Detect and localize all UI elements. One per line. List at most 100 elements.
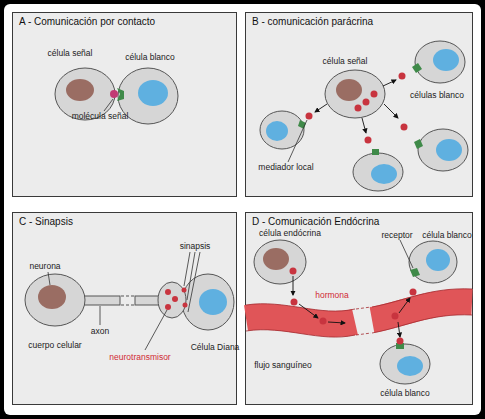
blood-vessel [372,302,472,320]
cell-nucleus [397,356,423,376]
part-label: receptor [381,230,412,240]
hormone-dot [320,318,327,325]
part-label: célula blanco [125,52,175,62]
axon-break [121,305,134,306]
hormone-dot [291,299,298,306]
target-cell [415,41,465,83]
part-label: célula endócrina [259,228,321,238]
receptor-symbol [372,149,379,155]
axon-segment [135,296,163,305]
vessel-wall [246,289,472,337]
arrow [328,322,345,323]
blood-vessel [246,317,355,324]
part-label: neurona [29,261,60,271]
cell-nucleus [266,121,288,141]
leader-line [48,272,50,285]
hormone-dot [290,268,297,275]
leader-line [288,120,307,162]
mediator-dot [399,73,406,80]
signal-cell [325,70,385,118]
arrow [299,304,318,318]
target-cell [418,129,468,171]
cell-nucleus [426,249,450,271]
arrow [399,298,410,313]
receptor-symbol [414,139,423,149]
mediator-dot [363,99,370,106]
panel-title: A - Comunicación por contacto [19,16,155,27]
cell-nucleus [199,289,227,315]
receptor-symbol [410,268,420,277]
panel-box: D - Comunicación Endócrina [245,212,473,405]
mediator-dot [401,124,408,131]
receptor-symbol [298,120,306,129]
neuron-body [25,274,85,326]
part-label: flujo sanguíneo [254,360,312,370]
contact-cells [55,68,178,124]
leader-line [187,252,195,300]
leader-line [188,252,200,312]
neurotransmitter-dot [165,304,171,310]
receptor-symbol [117,88,124,101]
hormone-dot [397,338,404,345]
receptor-symbol [396,343,404,349]
synapse-cells [25,252,234,350]
receptor-symbol [412,63,422,73]
part-label: célula blanco [422,230,472,240]
arrow [293,276,294,295]
part-label: célula señal [48,48,93,58]
part-label: célula señal [323,56,368,66]
cell-nucleus [263,248,289,270]
part-label: molécula señal [72,111,129,121]
leader-line [104,99,113,111]
panel-title: B - comunicación parácrina [252,16,373,27]
panel-box: C - Sinapsis [12,212,237,405]
part-label: axon [91,326,109,336]
target-cell [260,111,304,149]
leader-line [100,306,101,325]
leader-line [400,240,413,268]
hormone-dot [410,289,417,296]
figure-frame: A - Comunicación por contacto B - comunic… [4,4,481,415]
axon-terminal [158,282,186,318]
mediator-dot [355,105,362,112]
mediator-dot [365,137,372,144]
leader-line [184,252,190,286]
axon-segment [80,296,120,305]
axon-break [121,296,134,297]
part-label: célula blanco [380,388,430,398]
vessel-break [356,307,371,335]
leader-line [145,310,167,350]
target-cell [353,153,403,191]
cell-nucleus [66,79,94,101]
target-cell [182,274,234,330]
mediator-dot [306,113,313,120]
cell-nucleus [436,139,462,161]
part-label: cuerpo celular [28,340,81,350]
target-cell [409,241,457,283]
neurotransmitter-dot [182,288,187,293]
part-label: células blanco [410,90,464,100]
part-label: sinapsis [180,241,211,251]
arrow [384,104,398,118]
hormone-dot [392,313,399,320]
panel-title: D - Comunicación Endócrina [252,216,379,227]
arrow [362,118,366,133]
neurotransmitter-dot [183,303,188,308]
part-label: mediador local [258,162,313,172]
arrow [383,80,396,86]
cell-nucleus [336,79,362,101]
panel-title: C - Sinapsis [19,216,73,227]
neurotransmitter-dot [172,296,178,302]
arrow [315,104,327,112]
target-cell [380,344,430,384]
cell-nucleus [433,49,459,71]
mediator-dot [371,91,378,98]
endocrine-cells [246,240,472,384]
cell-nucleus [138,80,168,106]
part-label: neurotransmisor [109,352,170,362]
part-label: Célula Diana [191,342,240,352]
cell-nucleus [371,164,397,184]
arrow [398,322,400,337]
part-label: hormona [315,290,349,300]
signal-molecule [110,90,118,98]
